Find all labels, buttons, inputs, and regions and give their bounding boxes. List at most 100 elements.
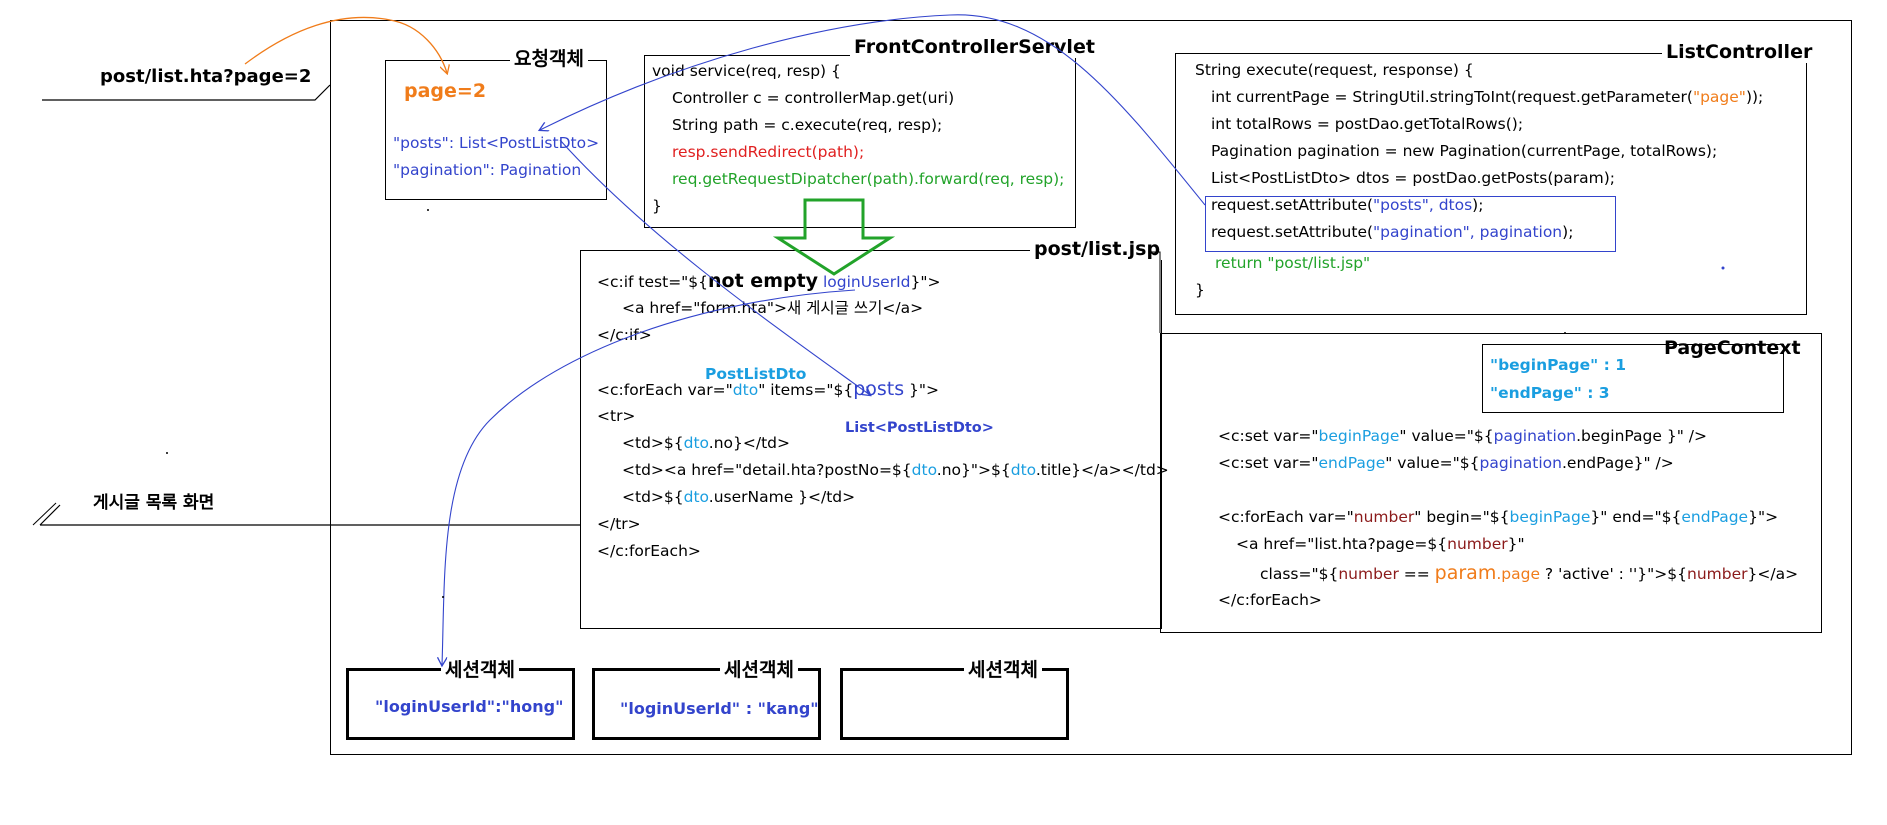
pc-begin-page: "beginPage" : 1 [1490, 356, 1626, 374]
lc-text: ); [1562, 223, 1574, 241]
lc-pagination-attr: "pagination", pagination [1373, 223, 1563, 241]
pc-set-line: <c:set var="beginPage" value="${paginati… [1218, 423, 1798, 450]
jsp-td-line: <td>${dto.userName }</td> [597, 484, 1169, 511]
jsp-text: " items="${ [758, 381, 854, 399]
pc-foreach-line: <c:forEach var="number" begin="${beginPa… [1218, 504, 1798, 531]
page-context-values: "beginPage" : 1 "endPage" : 3 [1490, 352, 1626, 407]
jsp-text: <td>${ [622, 488, 684, 506]
jsp-text: .no}</td> [708, 434, 790, 452]
pc-end-page: "endPage" : 3 [1490, 384, 1610, 402]
jsp-text: }"> [910, 273, 941, 291]
jsp-if-line: <c:if test="${not empty loginUserId}"> [597, 268, 1169, 295]
pc-number: number [1353, 508, 1415, 526]
lc-text: request.setAttribute( [1211, 196, 1374, 214]
jsp-text: .no}">${ [936, 461, 1011, 479]
pc-pagination: pagination [1493, 427, 1577, 445]
list-jsp-title: post/list.jsp [1030, 238, 1165, 260]
lc-line: String execute(request, response) { [1195, 61, 1474, 79]
jsp-text: }"> [904, 381, 940, 399]
pc-param: param [1434, 562, 1497, 584]
lc-text: int currentPage = StringUtil.stringToInt… [1211, 88, 1693, 106]
pc-text: .beginPage }" /> [1576, 427, 1707, 445]
fc-line: void service(req, resp) { [652, 62, 841, 80]
jsp-dto-ref: dto [911, 461, 937, 479]
screen-label: 게시글 목록 화면 [93, 493, 215, 513]
lc-line: List<PostListDto> dtos = postDao.getPost… [1211, 169, 1615, 187]
pc-text: " value="${ [1385, 454, 1480, 472]
pc-text: }"> [1748, 508, 1779, 526]
list-controller-code: String execute(request, response) { int … [1195, 57, 1763, 304]
jsp-new-post-link: <a href="form.hta">새 게시글 쓰기</a> [622, 299, 924, 317]
pc-text: <a href="list.hta?page=${ [1236, 535, 1448, 553]
jsp-text: .title}</a></td> [1035, 461, 1169, 479]
attr-pagination-key: "pagination" [393, 161, 490, 179]
fc-redirect-line: resp.sendRedirect(path); [672, 143, 865, 161]
session-value: "loginUserId":"hong" [375, 697, 564, 716]
note-list-postlistdto: List<PostListDto> [845, 420, 994, 436]
attr-posts-value: : List<PostListDto> [448, 134, 600, 152]
jsp-not-empty: not empty [708, 270, 819, 292]
page-context-box [1160, 333, 1822, 633]
pc-text: <c:forEach var=" [1218, 508, 1354, 526]
pc-number: number [1687, 565, 1748, 583]
request-object-title: 요청객체 [510, 48, 588, 70]
lc-line: } [1195, 281, 1205, 299]
pc-text: == [1398, 565, 1435, 583]
pc-param-page: .page [1496, 565, 1540, 583]
jsp-posts-items: posts [853, 378, 905, 400]
page-context-title: PageContext [1660, 337, 1805, 359]
list-jsp-code: <c:if test="${not empty loginUserId}"> <… [597, 268, 1169, 565]
fc-line: Controller c = controllerMap.get(uri) [672, 89, 955, 107]
pc-anchor-line: <a href="list.hta?page=${number}" [1218, 531, 1798, 558]
lc-line: int totalRows = postDao.getTotalRows(); [1211, 115, 1524, 133]
front-controller-code: void service(req, resp) { Controller c =… [652, 58, 1064, 220]
pc-var: beginPage [1318, 427, 1400, 445]
jsp-dto-ref: dto [683, 488, 709, 506]
lc-text: ); [1472, 196, 1484, 214]
pc-set-line: <c:set var="endPage" value="${pagination… [1218, 450, 1798, 477]
pc-text: " begin="${ [1414, 508, 1510, 526]
lc-line: Pagination pagination = new Pagination(c… [1211, 142, 1718, 160]
request-url-label: post/list.hta?page=2 [100, 66, 312, 87]
pc-text: ? 'active' : ''}">${ [1539, 565, 1687, 583]
jsp-dto-ref: dto [683, 434, 709, 452]
jsp-text: <td>${ [622, 434, 684, 452]
fc-forward-line: req.getRequestDipatcher(path).forward(re… [672, 170, 1065, 188]
request-arrow [42, 84, 331, 101]
lc-posts-attr: "posts", dtos [1373, 196, 1473, 214]
note-postlistdto: PostListDto [705, 365, 807, 383]
lc-line: request.setAttribute("posts", dtos); [1195, 192, 1763, 219]
jsp-login-user-id: loginUserId [823, 273, 911, 291]
page-context-code: <c:set var="beginPage" value="${paginati… [1218, 423, 1798, 614]
pc-number: number [1338, 565, 1399, 583]
pc-text: class="${ [1260, 565, 1339, 583]
pc-text: }</a> [1747, 565, 1799, 583]
jsp-text: <c:forEach var=" [597, 381, 733, 399]
fc-line: String path = c.execute(req, resp); [672, 116, 943, 134]
front-controller-title: FrontControllerServlet [850, 36, 1099, 58]
pc-class-line: class="${number == param.page ? 'active'… [1218, 558, 1798, 587]
lc-page-param: "page" [1692, 88, 1746, 106]
pc-var: beginPage [1509, 508, 1591, 526]
page-context-values-box [1482, 344, 1784, 413]
attr-posts-key: "posts" [393, 134, 449, 152]
fc-line: } [652, 197, 662, 215]
pc-text: <c:set var=" [1218, 427, 1319, 445]
pc-text: <c:set var=" [1218, 454, 1319, 472]
jsp-line: </c:if> [597, 326, 652, 344]
request-attributes: "posts": List<PostListDto> "pagination":… [393, 130, 599, 184]
lc-text: request.setAttribute( [1211, 223, 1374, 241]
pc-text: }" end="${ [1590, 508, 1682, 526]
lc-return-line: return "post/list.jsp" [1215, 254, 1371, 272]
jsp-td-line: <td><a href="detail.hta?postNo=${dto.no}… [597, 457, 1169, 484]
lc-line: int currentPage = StringUtil.stringToInt… [1195, 84, 1763, 111]
jsp-text: <c:if test="${ [597, 273, 709, 291]
session-title: 세션객체 [720, 659, 798, 681]
pc-line: </c:forEach> [1218, 591, 1322, 609]
session-box-empty [840, 668, 1069, 740]
pc-number: number [1447, 535, 1508, 553]
set-attribute-highlight [1205, 196, 1616, 252]
jsp-line: </c:forEach> [597, 542, 701, 560]
session-box-kang [592, 668, 821, 740]
pc-text: .endPage}" /> [1561, 454, 1674, 472]
